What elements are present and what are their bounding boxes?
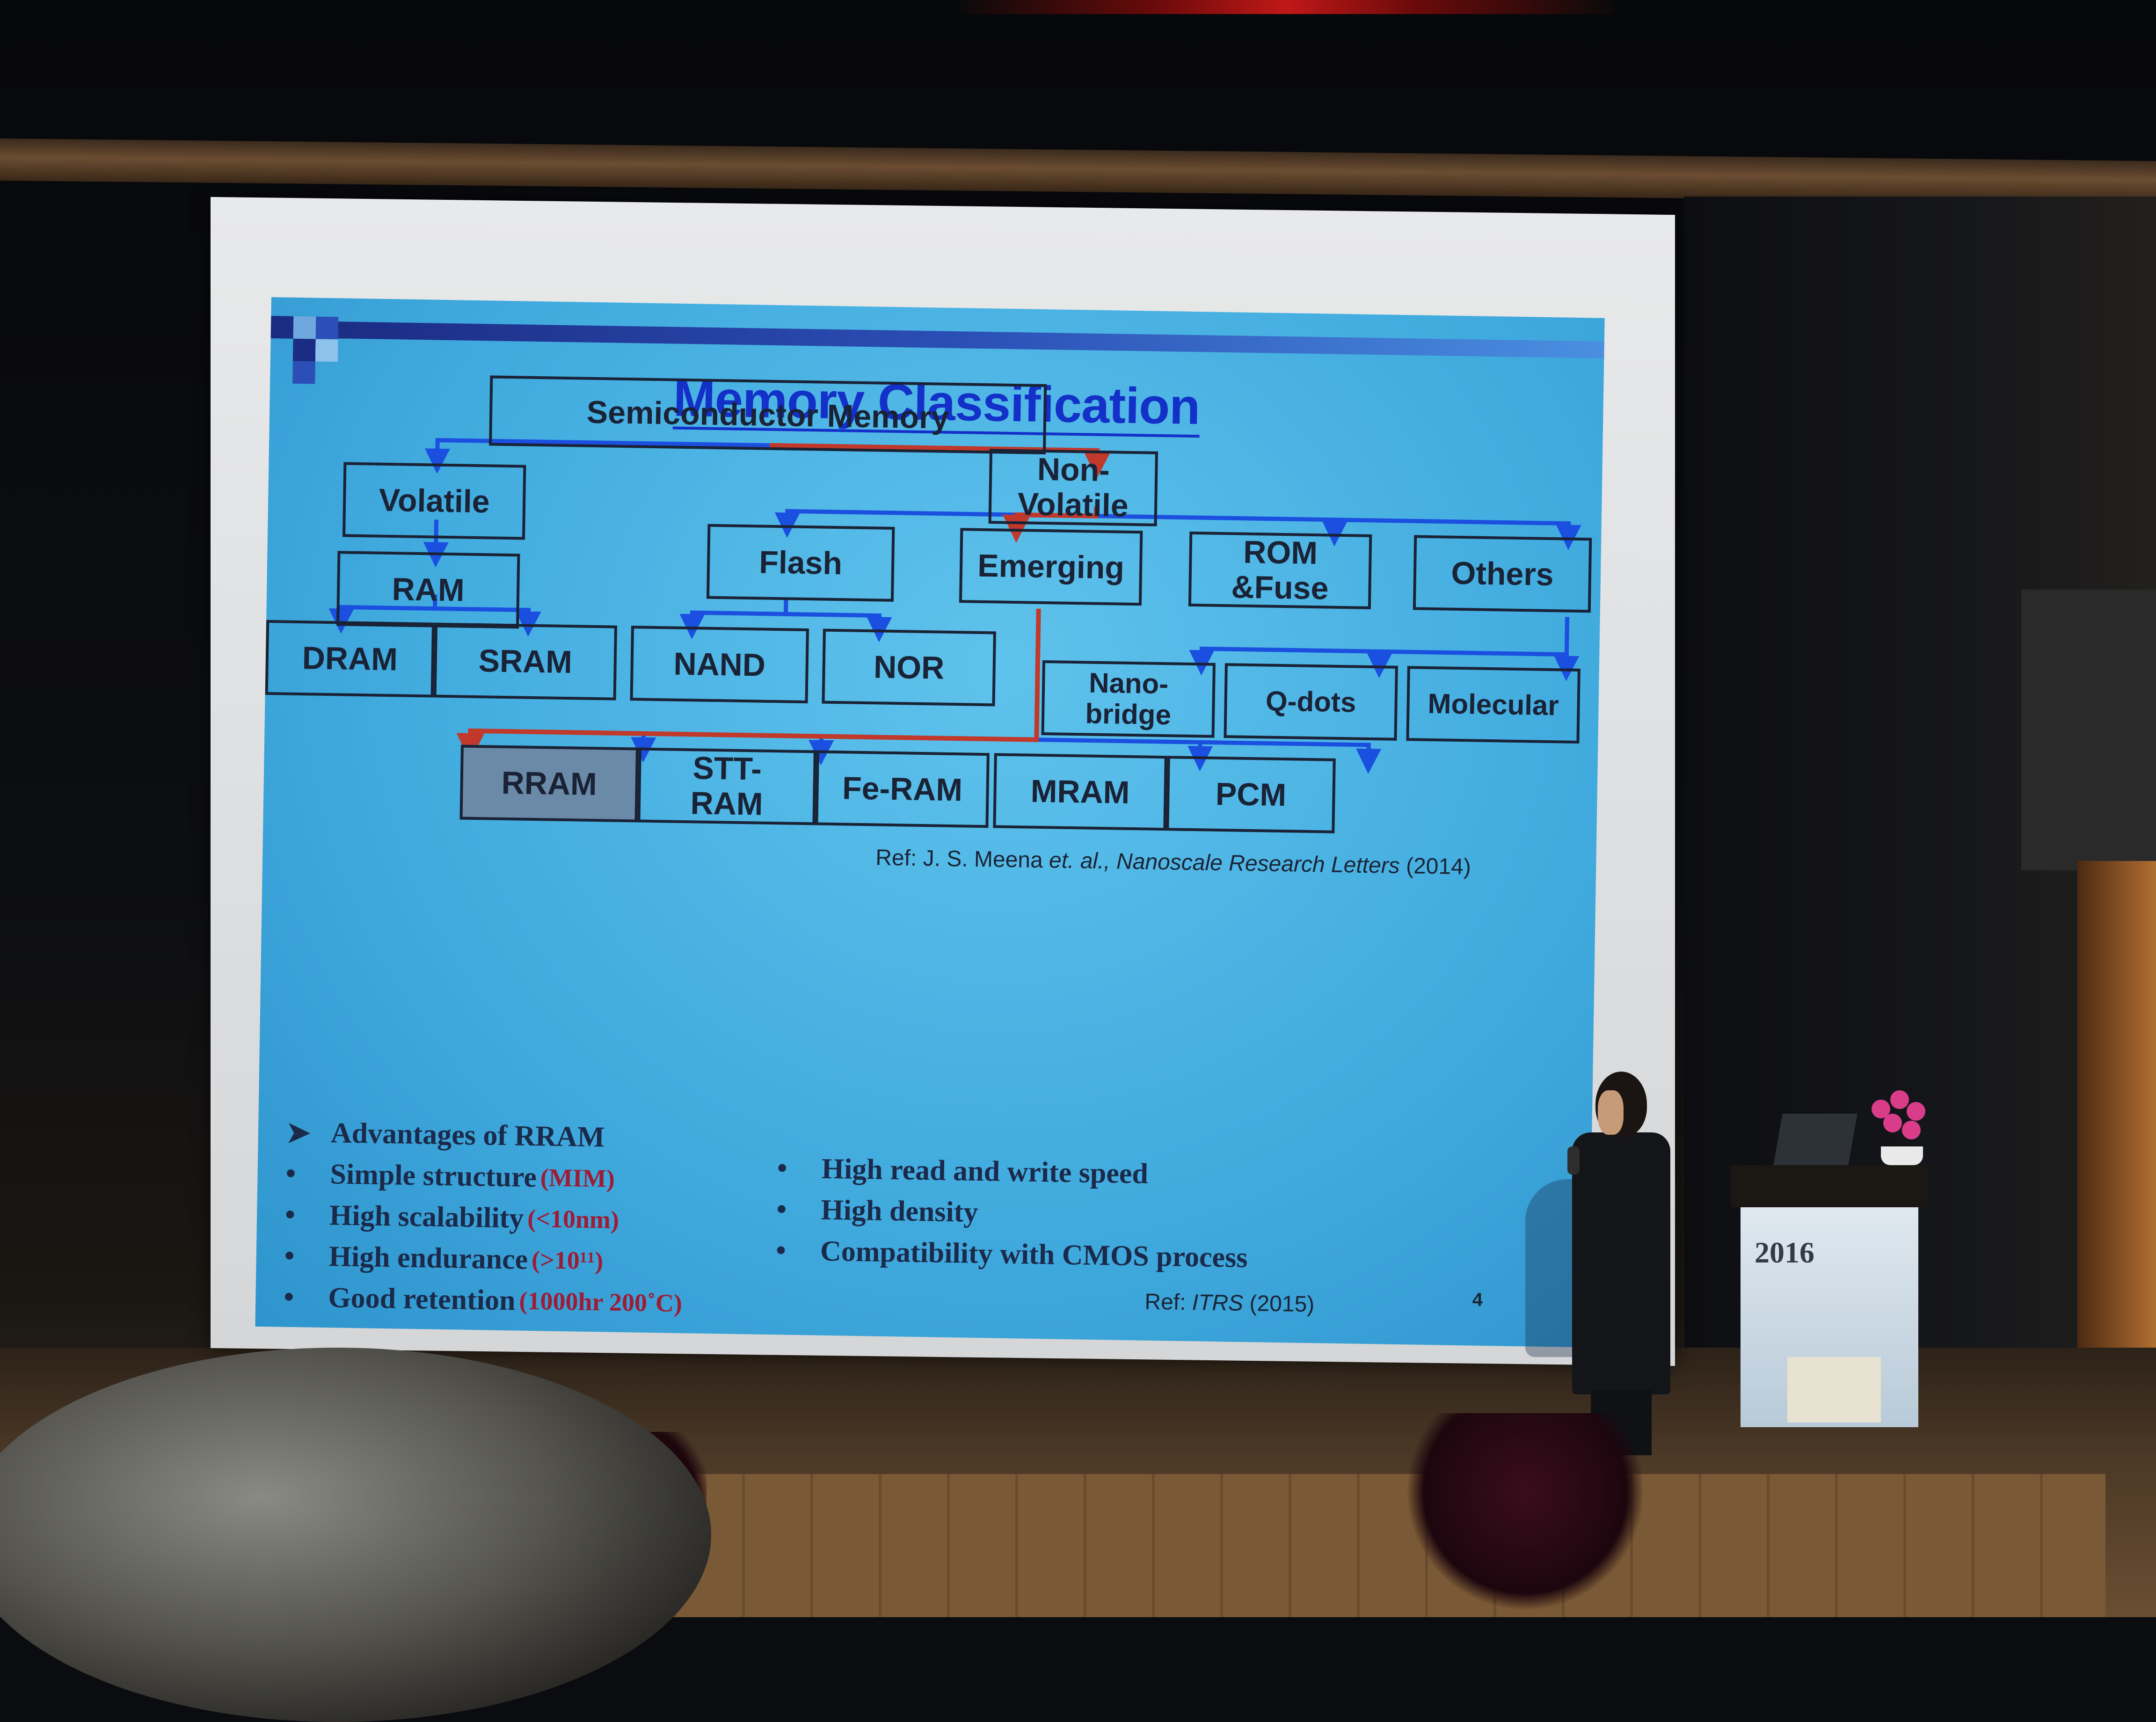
bullet-icon: • [284,1198,296,1231]
classification-tree-connectors [328,438,1581,774]
orchid-plant [1867,1090,1932,1165]
flower-petal [1883,1114,1902,1132]
node-fe-ram: Fe-RAM [815,750,990,828]
podium-logo: 2016 [1755,1236,1814,1269]
advantages-list-right: • High read and write speed • High densi… [775,1147,1385,1280]
flower-petal [1890,1090,1909,1109]
podium-top [1731,1165,1928,1207]
node-molecular: Molecular [1406,666,1581,744]
slide-page-number: 4 [1472,1289,1483,1310]
node-nanobridge: Nano- bridge [1041,660,1216,738]
flower-pot [1881,1146,1923,1165]
node-non-volatile: Non- Volatile [988,449,1158,526]
speaker-suit [1572,1132,1670,1394]
side-panel [2021,590,2156,870]
advantage-item: • High endurance(>10¹¹) [284,1240,604,1276]
node-rram: RRAM [459,744,639,823]
microphone-icon [1567,1146,1580,1175]
node-others: Others [1413,535,1592,613]
stage-front-panel [608,1474,2105,1617]
audience-head [0,1348,711,1722]
node-semiconductor-memory: Semiconductor Memory [489,375,1047,455]
node-ram: RAM [336,551,520,629]
bullet-icon: • [285,1157,296,1189]
arrow-bullet-icon: ➤ [286,1116,311,1149]
node-flash: Flash [706,524,895,602]
node-nor: NOR [822,628,996,707]
bullet-icon: • [777,1152,788,1184]
reference-itrs: Ref: ITRS (2015) [1144,1289,1315,1317]
node-volatile: Volatile [342,462,526,540]
led-sign [959,0,1614,14]
node-rom-fuse: ROM &Fuse [1188,531,1372,609]
node-stt-ram: STT- RAM [637,747,816,825]
flower-petal [1902,1121,1921,1139]
led-sign-glow [959,0,1614,14]
bullet-icon: • [284,1240,295,1272]
advantage-item: • High scalability(<10nm) [284,1198,619,1234]
bullet-icon: • [776,1193,787,1226]
node-mram: MRAM [993,753,1167,831]
node-pcm: PCM [1166,756,1336,833]
advantage-item: • Good retention(1000hr 200˚C) [283,1281,683,1318]
node-qdots: Q-dots [1224,663,1398,741]
presentation-slide: Memory Classification [255,297,1605,1348]
advantages-list: ➤ Advantages of RRAM • Simple structure(… [284,1112,801,1326]
advantages-heading: ➤ Advantages of RRAM [286,1112,801,1161]
foreground-plant-right [1404,1413,1647,1610]
podium-sign [1787,1357,1881,1423]
flower-petal [1907,1102,1925,1121]
blue-connectors [328,438,1581,774]
advantage-item: • Simple structure(MIM) [285,1157,615,1193]
node-emerging: Emerging [959,528,1143,606]
bullet-icon: • [775,1234,787,1267]
podium: 2016 [1731,1165,1928,1427]
speaker-face [1598,1090,1624,1135]
speaker [1563,1072,1684,1455]
node-sram: SRAM [433,622,618,700]
node-nand: NAND [630,626,809,704]
laptop [1773,1114,1857,1165]
wood-wall [2077,861,2156,1423]
red-highlight-path [456,443,1112,761]
node-dram: DRAM [265,620,435,698]
bullet-icon: • [283,1281,294,1313]
